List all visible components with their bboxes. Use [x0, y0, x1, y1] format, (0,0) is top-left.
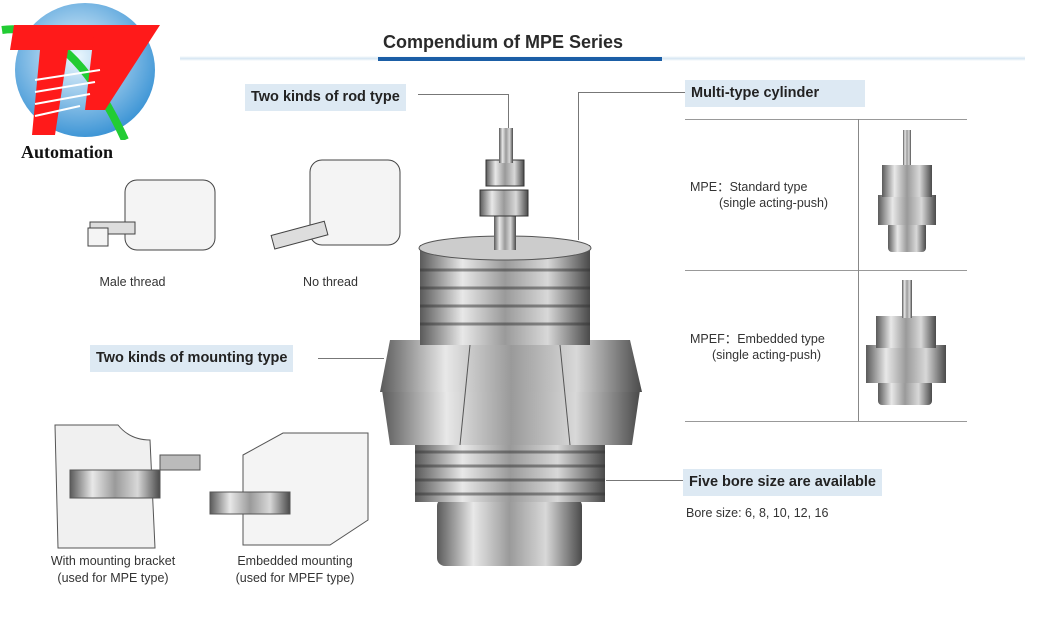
- company-logo: [1, 3, 160, 140]
- type-sub: (single acting-push): [712, 348, 822, 362]
- mpef-thumbnail-image: [866, 280, 946, 405]
- bore-size-list: Bore size: 6, 8, 10, 12, 16: [686, 506, 829, 520]
- bracket-mounting-image: [54, 424, 201, 549]
- male-thread-rod-image: [87, 179, 216, 251]
- type-sub: (single acting-push): [719, 196, 829, 210]
- label-rod-type: Two kinds of rod type: [245, 84, 406, 111]
- page-title: Compendium of MPE Series: [383, 32, 624, 52]
- title-accent-bar: [378, 57, 662, 61]
- type-row-mpef: MPEF：Embedded type (single acting-push): [690, 331, 825, 363]
- caption-bracket-mounting: With mounting bracket(used for MPE type): [50, 554, 176, 585]
- type-row-mpe: MPE：Standard type (single acting-push): [690, 179, 828, 211]
- mpe-thumbnail-image: [878, 130, 936, 252]
- logo-text: Automation: [21, 142, 114, 162]
- type-name: MPE：Standard type: [690, 180, 808, 194]
- caption-no-thread: No thread: [303, 275, 358, 289]
- label-mounting-type: Two kinds of mounting type: [90, 345, 294, 372]
- embedded-mounting-image: [209, 432, 369, 546]
- main-cylinder-image: [380, 128, 642, 566]
- label-multi-type: Multi-type cylinder: [685, 80, 865, 107]
- type-name: MPEF：Embedded type: [690, 332, 825, 346]
- caption-embedded-mounting: Embedded mounting(used for MPEF type): [235, 554, 355, 585]
- label-bore-size: Five bore size are available: [683, 469, 882, 496]
- no-thread-rod-image: [270, 159, 401, 250]
- caption-male-thread: Male thread: [99, 275, 166, 289]
